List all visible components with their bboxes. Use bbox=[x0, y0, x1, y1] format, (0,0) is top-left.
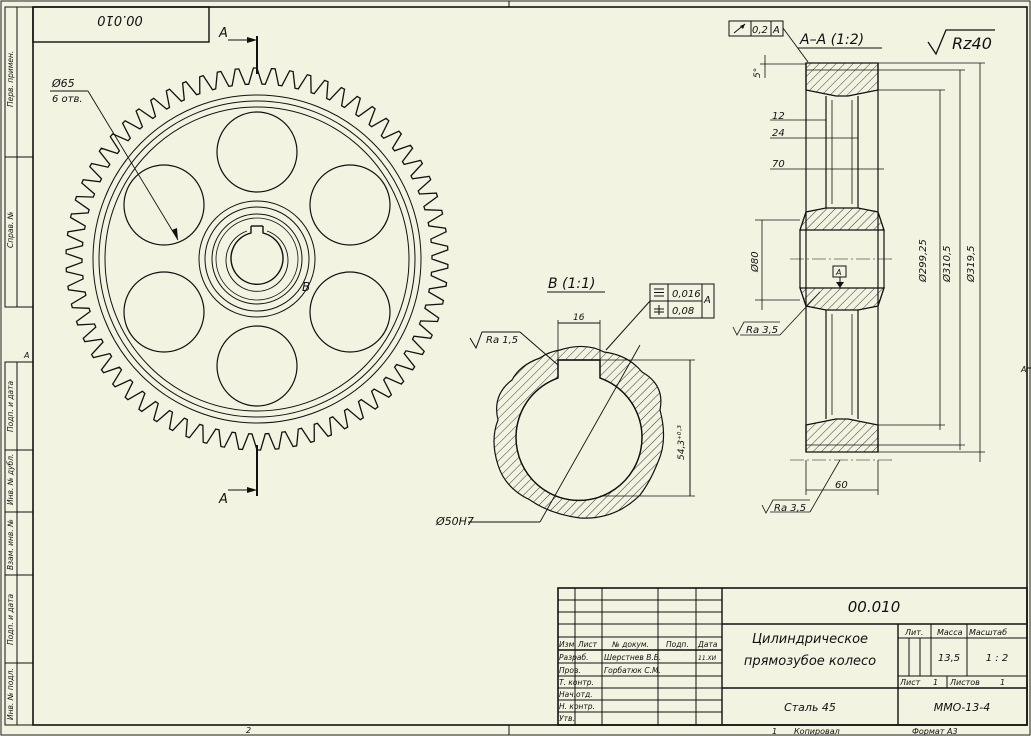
detail-view-b bbox=[493, 345, 665, 519]
runout-value: 0,2 bbox=[752, 25, 768, 36]
side-label-ref: Справ. № bbox=[6, 211, 15, 248]
tolerance-frame-detail bbox=[605, 283, 715, 351]
detail-mark: B bbox=[302, 280, 310, 294]
title-org: ММО-13-4 bbox=[934, 701, 991, 714]
date-developer: 11.ХИ bbox=[698, 655, 717, 662]
section-dimensions bbox=[732, 55, 985, 514]
side-strip bbox=[4, 6, 34, 726]
section-title: A–A (1:2) bbox=[799, 32, 864, 48]
side-label-sign-date-1: Подп. и дата bbox=[6, 381, 15, 432]
dim-60: 60 bbox=[835, 480, 848, 491]
frame-mark-left: A bbox=[23, 351, 29, 360]
hole-1 bbox=[216, 111, 298, 193]
hole-5 bbox=[123, 271, 205, 353]
hole-6 bbox=[123, 164, 205, 246]
runout-datum: A bbox=[772, 25, 780, 36]
hdr-date: Дата bbox=[697, 640, 718, 649]
sheet-num: 1 bbox=[933, 678, 938, 687]
section-mark-top: A bbox=[218, 26, 228, 41]
mass-value: 13,5 bbox=[938, 653, 960, 664]
role-head: Нач.отд. bbox=[559, 690, 593, 699]
side-label-original: Инв. № подл. bbox=[6, 668, 15, 720]
scale-value: 1 : 2 bbox=[986, 653, 1008, 664]
frame-mark-right: A bbox=[1020, 365, 1026, 374]
dim-299-25: Ø299,25 bbox=[917, 239, 929, 283]
role-approve: Утв. bbox=[559, 714, 575, 723]
dim-angle: 5° bbox=[753, 68, 763, 78]
name-checker: Горбатюк С.М. bbox=[604, 666, 661, 675]
bore-with-keyway bbox=[230, 226, 284, 285]
role-tcontrol: Т. контр. bbox=[559, 678, 594, 687]
hole-2 bbox=[309, 164, 391, 246]
roughness-ra-3-5-upper: Ra 3,5 bbox=[746, 325, 778, 336]
hole-4 bbox=[216, 325, 298, 407]
roughness-ra-3-5-lower: Ra 3,5 bbox=[774, 503, 806, 514]
sheets-num: 1 bbox=[1000, 678, 1005, 687]
title-block bbox=[557, 587, 1028, 726]
bore-diameter: Ø50H7 bbox=[435, 515, 474, 528]
tol-parallel: 0,08 bbox=[672, 306, 694, 317]
code-box bbox=[32, 6, 210, 43]
side-label-dup: Инв. № дубл. bbox=[6, 454, 15, 505]
copied-label: Копировал bbox=[794, 727, 840, 736]
title-name-1: Цилиндрическое bbox=[752, 632, 868, 647]
dim-310-5: Ø310,5 bbox=[941, 246, 953, 284]
side-label-sign-date-2: Подп. и дата bbox=[6, 594, 15, 645]
gear-front-view bbox=[65, 67, 449, 451]
title-material: Сталь 45 bbox=[784, 701, 836, 714]
section-mark-bottom: A bbox=[218, 492, 228, 507]
title-name-2: прямозубое колесо bbox=[744, 654, 876, 669]
gear-section-view bbox=[790, 62, 892, 461]
dim-24: 24 bbox=[772, 128, 785, 139]
detail-title: B (1:1) bbox=[548, 276, 596, 292]
dim-319-5: Ø319,5 bbox=[965, 246, 977, 284]
role-ncontrol: Н. контр. bbox=[559, 702, 595, 711]
roughness-ra-1-5-label: Ra 1,5 bbox=[486, 335, 518, 346]
sheet-label: Лист bbox=[899, 678, 921, 687]
role-developer: Разраб. bbox=[559, 653, 588, 662]
dim-16: 16 bbox=[573, 313, 585, 323]
hole-diameter-label: Ø65 bbox=[51, 77, 75, 90]
hdr-mass: Масса bbox=[937, 628, 963, 637]
hdr-sign: Подп. bbox=[666, 640, 689, 649]
hole-3 bbox=[309, 271, 391, 353]
role-checker: Пров. bbox=[559, 666, 581, 675]
hdr-doc: № докум. bbox=[611, 640, 649, 649]
hdr-lit: Лит. bbox=[904, 628, 923, 637]
tol-datum: A bbox=[703, 295, 711, 306]
dim-54-3: 54,3⁺⁰·³ bbox=[677, 425, 687, 460]
dim-80: Ø80 bbox=[749, 251, 761, 273]
copied-num: 1 bbox=[772, 727, 777, 736]
datum-label-a: A bbox=[835, 268, 841, 277]
side-label-first-use: Перв. примен. bbox=[6, 51, 15, 107]
code-top: 00.010 bbox=[97, 12, 143, 27]
format-label: Формат А3 bbox=[912, 727, 958, 736]
sheets-label: Листов bbox=[949, 678, 980, 687]
dim-70: 70 bbox=[772, 159, 785, 170]
frame-mark-bottom: 2 bbox=[246, 726, 251, 735]
title-code: 00.010 bbox=[848, 598, 901, 616]
roughness-general bbox=[927, 29, 995, 56]
tol-symmetry: 0,016 bbox=[672, 289, 701, 300]
roughness-ra-1-5 bbox=[469, 331, 559, 366]
hdr-scale: Масштаб bbox=[969, 628, 1007, 637]
side-label-replace: Взам. инв. № bbox=[6, 519, 15, 570]
name-developer: Шерстнев В.В. bbox=[604, 653, 661, 662]
hdr-list: Лист bbox=[577, 640, 598, 649]
roughness-general-label: Rz40 bbox=[952, 34, 992, 53]
hdr-izm: Изм. bbox=[559, 640, 577, 649]
dim-12: 12 bbox=[772, 111, 785, 122]
hole-count-label: 6 отв. bbox=[52, 94, 83, 105]
